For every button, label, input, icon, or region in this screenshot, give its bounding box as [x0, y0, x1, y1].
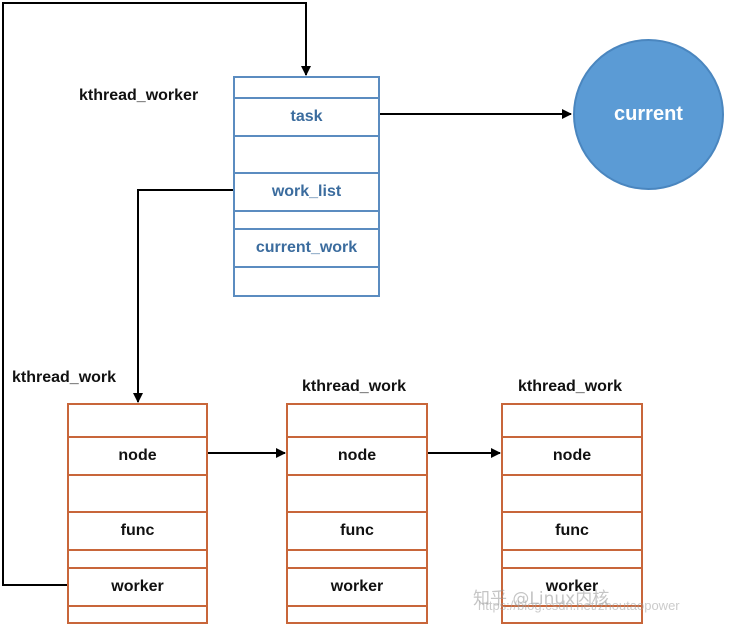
work2-field-6 [288, 605, 426, 624]
work1-field-func: func [69, 511, 206, 549]
work1-field-4 [69, 549, 206, 567]
worker-field-4 [235, 210, 378, 228]
watermark-text: 知乎 @Linux内核 [473, 589, 610, 609]
watermark-url: https://blog.csdn.net/zhoutaopower [478, 598, 680, 613]
work3-field-func: func [503, 511, 641, 549]
work1-field-6 [69, 605, 206, 624]
work3-field-6 [503, 605, 641, 624]
worker-field-work-list: work_list [235, 172, 378, 210]
kthread-work-label-3: kthread_work [518, 378, 623, 395]
work1-field-0 [69, 405, 206, 436]
work3-field-node: node [503, 436, 641, 474]
kthread-worker-label: kthread_worker [79, 87, 199, 104]
kthread-work-box-1: node func worker [67, 403, 208, 624]
work1-field-2 [69, 474, 206, 511]
current-label: current [614, 103, 683, 125]
kthread-work-box-2: node func worker [286, 403, 428, 624]
work1-field-worker: worker [69, 567, 206, 605]
worker-field-current-work: current_work [235, 228, 378, 266]
work-list-to-work-arrow [133, 189, 234, 403]
work3-field-4 [503, 549, 641, 567]
work2-field-2 [288, 474, 426, 511]
work2-field-func: func [288, 511, 426, 549]
work2-field-4 [288, 549, 426, 567]
work2-field-0 [288, 405, 426, 436]
worker-field-2 [235, 135, 378, 172]
kthread-work-box-3: node func worker [501, 403, 643, 624]
worker-backlink-arrow [2, 2, 311, 586]
work3-field-worker: worker [503, 567, 641, 605]
kthread-work-label-2: kthread_work [302, 378, 407, 395]
work1-field-node: node [69, 436, 206, 474]
work3-field-0 [503, 405, 641, 436]
kthread-worker-box: task work_list current_work [233, 76, 380, 297]
work3-field-2 [503, 474, 641, 511]
kthread-work-label-1: kthread_work [12, 369, 117, 386]
worker-field-0 [235, 78, 378, 97]
work2-field-worker: worker [288, 567, 426, 605]
work2-field-node: node [288, 436, 426, 474]
worker-field-task: task [235, 97, 378, 135]
current-node-circle: current [573, 39, 724, 190]
worker-field-6 [235, 266, 378, 297]
